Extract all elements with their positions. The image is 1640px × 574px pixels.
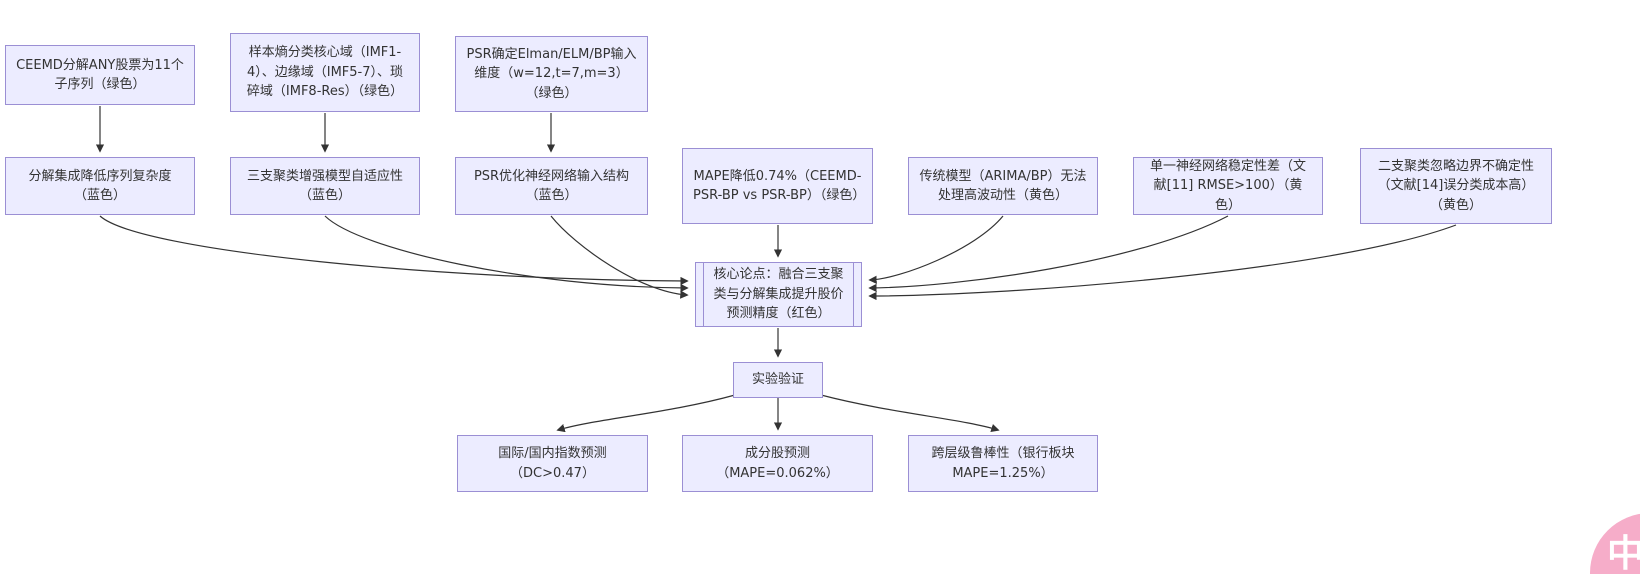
- node-robustness: 跨层级鲁棒性（银行板块 MAPE=1.25%）: [908, 435, 1098, 492]
- node-index-prediction: 国际/国内指数预测（DC>0.47）: [457, 435, 648, 492]
- edge-traditional-core: [868, 215, 1004, 284]
- node-sample-entropy: 样本熵分类核心域（IMF1-4）、边缘域（IMF5-7）、琐碎域（IMF8-Re…: [230, 33, 420, 112]
- edge-singlenn-core: [868, 215, 1229, 293]
- node-mape-reduction: MAPE降低0.74%（CEEMD-PSR-BP vs PSR-BP）（绿色）: [682, 148, 873, 224]
- node-psr-optimize: PSR优化神经网络输入结构（蓝色）: [455, 157, 648, 215]
- edge-experiment-robustness: [820, 394, 1000, 432]
- edge-threeway-core: [324, 215, 689, 293]
- node-experiment-validation: 实验验证: [733, 362, 823, 398]
- node-ceemd: CEEMD分解ANY股票为11个子序列（绿色）: [5, 45, 195, 105]
- node-core-thesis: 核心论点：融合三支聚类与分解集成提升股价预测精度（红色）: [695, 262, 862, 327]
- edge-psropt-core: [550, 215, 689, 299]
- node-constituent-prediction: 成分股预测（MAPE=0.062%）: [682, 435, 873, 492]
- node-single-nn: 单一神经网络稳定性差（文献[11] RMSE>100）（黄色）: [1133, 157, 1323, 215]
- translate-widget-button[interactable]: 中A: [1590, 513, 1640, 574]
- edge-decomposition-core: [99, 215, 689, 286]
- node-three-way-clustering: 三支聚类增强模型自适应性（蓝色）: [230, 157, 420, 215]
- edge-experiment-index: [556, 394, 736, 433]
- node-decomposition: 分解集成降低序列复杂度（蓝色）: [5, 157, 195, 215]
- node-traditional-model: 传统模型（ARIMA/BP）无法处理高波动性（黄色）: [908, 157, 1098, 215]
- node-two-way-clustering: 二支聚类忽略边界不确定性（文献[14]误分类成本高）（黄色）: [1360, 148, 1552, 224]
- translate-icon: 中A: [1607, 532, 1640, 574]
- node-psr-input: PSR确定Elman/ELM/BP输入维度（w=12,t=7,m=3）（绿色）: [455, 36, 648, 112]
- edge-twoway-core: [868, 224, 1457, 301]
